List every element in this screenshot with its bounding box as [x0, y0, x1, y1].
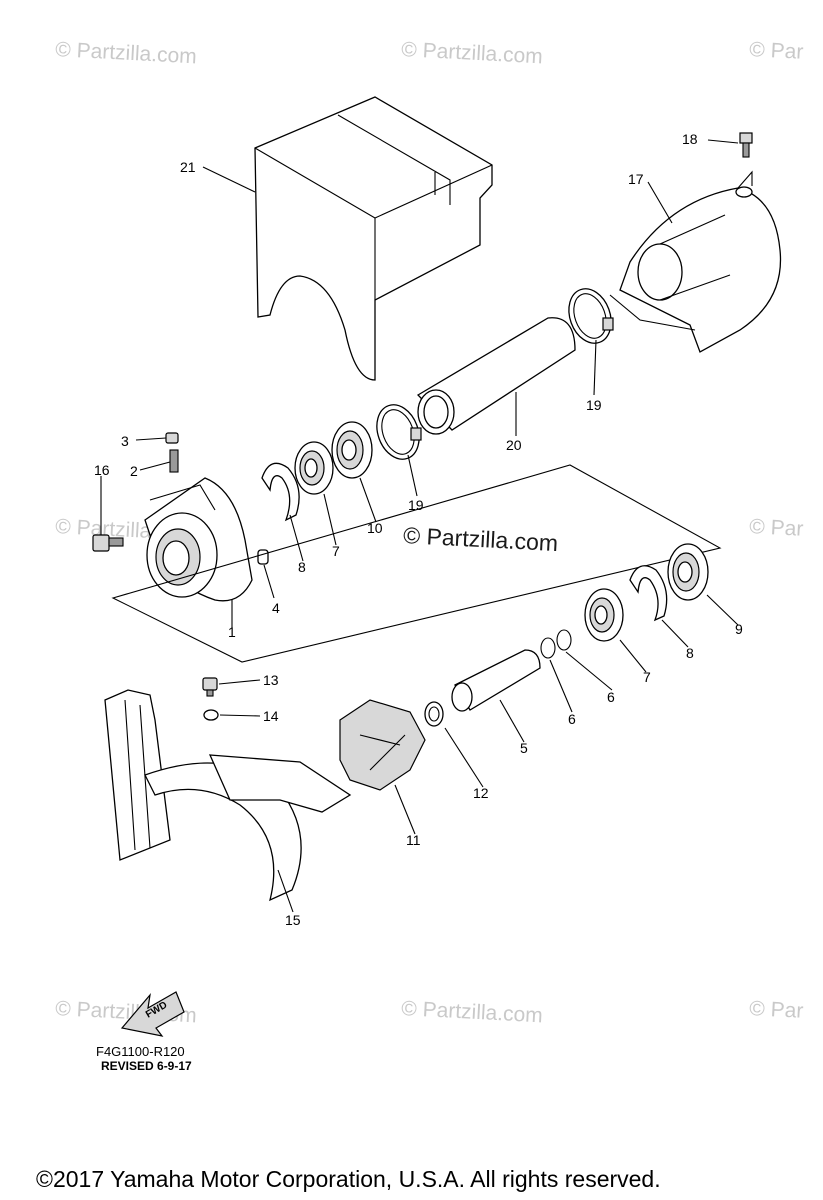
part-20-hose	[416, 317, 576, 435]
callout-7: 7	[332, 543, 340, 559]
part-4-dowel	[257, 549, 269, 565]
part-6-o-ring	[540, 637, 556, 659]
part-7-bearing	[294, 441, 334, 495]
part-12-spacer	[424, 701, 444, 727]
callout-12: 12	[473, 785, 489, 801]
part-19-clamp	[568, 288, 614, 344]
part-2-nipple	[169, 449, 179, 473]
part-3-cap	[165, 432, 179, 444]
part-11-impeller	[339, 699, 426, 791]
part-1-housing	[144, 477, 253, 602]
callout-20: 20	[506, 437, 522, 453]
callout-6: 6	[568, 711, 576, 727]
callouts: 21 18 17 19 20 19 10 7 8 3 2 16 4 1 9 8 …	[94, 131, 743, 928]
callout-18: 18	[682, 131, 698, 147]
callout-14: 14	[263, 708, 279, 724]
leader-lines	[100, 139, 739, 913]
revision-date: REVISED 6-9-17	[101, 1059, 192, 1073]
part-8-circlip	[261, 462, 300, 522]
part-16-bolt	[92, 534, 124, 552]
drawing-code: F4G1100-R120	[96, 1044, 185, 1059]
callout-7: 7	[643, 669, 651, 685]
part-17-nozzle	[609, 170, 782, 353]
part-21-cover	[254, 96, 493, 381]
part-19-clamp	[376, 404, 422, 460]
part-18-bolt	[739, 132, 753, 158]
callout-8: 8	[686, 645, 694, 661]
part-7-bearing	[584, 588, 624, 642]
callout-6: 6	[607, 689, 615, 705]
callout-15: 15	[285, 912, 301, 928]
callout-21: 21	[180, 159, 196, 175]
part-9-bearing	[667, 543, 709, 601]
part-6-o-ring	[556, 629, 572, 651]
part-14-washer	[203, 709, 219, 721]
callout-1: 1	[228, 624, 236, 640]
part-5-shaft	[451, 649, 541, 712]
callout-13: 13	[263, 672, 279, 688]
callout-10: 10	[367, 520, 383, 536]
callout-2: 2	[130, 463, 138, 479]
callout-11: 11	[406, 832, 421, 848]
callout-16: 16	[94, 462, 110, 478]
part-8-circlip	[629, 565, 668, 622]
callout-3: 3	[121, 433, 129, 449]
callout-4: 4	[272, 600, 280, 616]
fwd-arrow-icon: FWD	[120, 991, 185, 1037]
callout-17: 17	[628, 171, 644, 187]
callout-19: 19	[408, 497, 424, 513]
callout-9: 9	[735, 621, 743, 637]
assembly-outline	[111, 464, 722, 663]
callout-19: 19	[586, 397, 602, 413]
part-15-guard	[104, 689, 352, 902]
part-13-bolt	[202, 677, 218, 697]
callout-8: 8	[298, 559, 306, 575]
callout-5: 5	[520, 740, 528, 756]
part-10-bearing	[331, 421, 373, 479]
copyright-notice: ©2017 Yamaha Motor Corporation, U.S.A. A…	[36, 1166, 661, 1192]
